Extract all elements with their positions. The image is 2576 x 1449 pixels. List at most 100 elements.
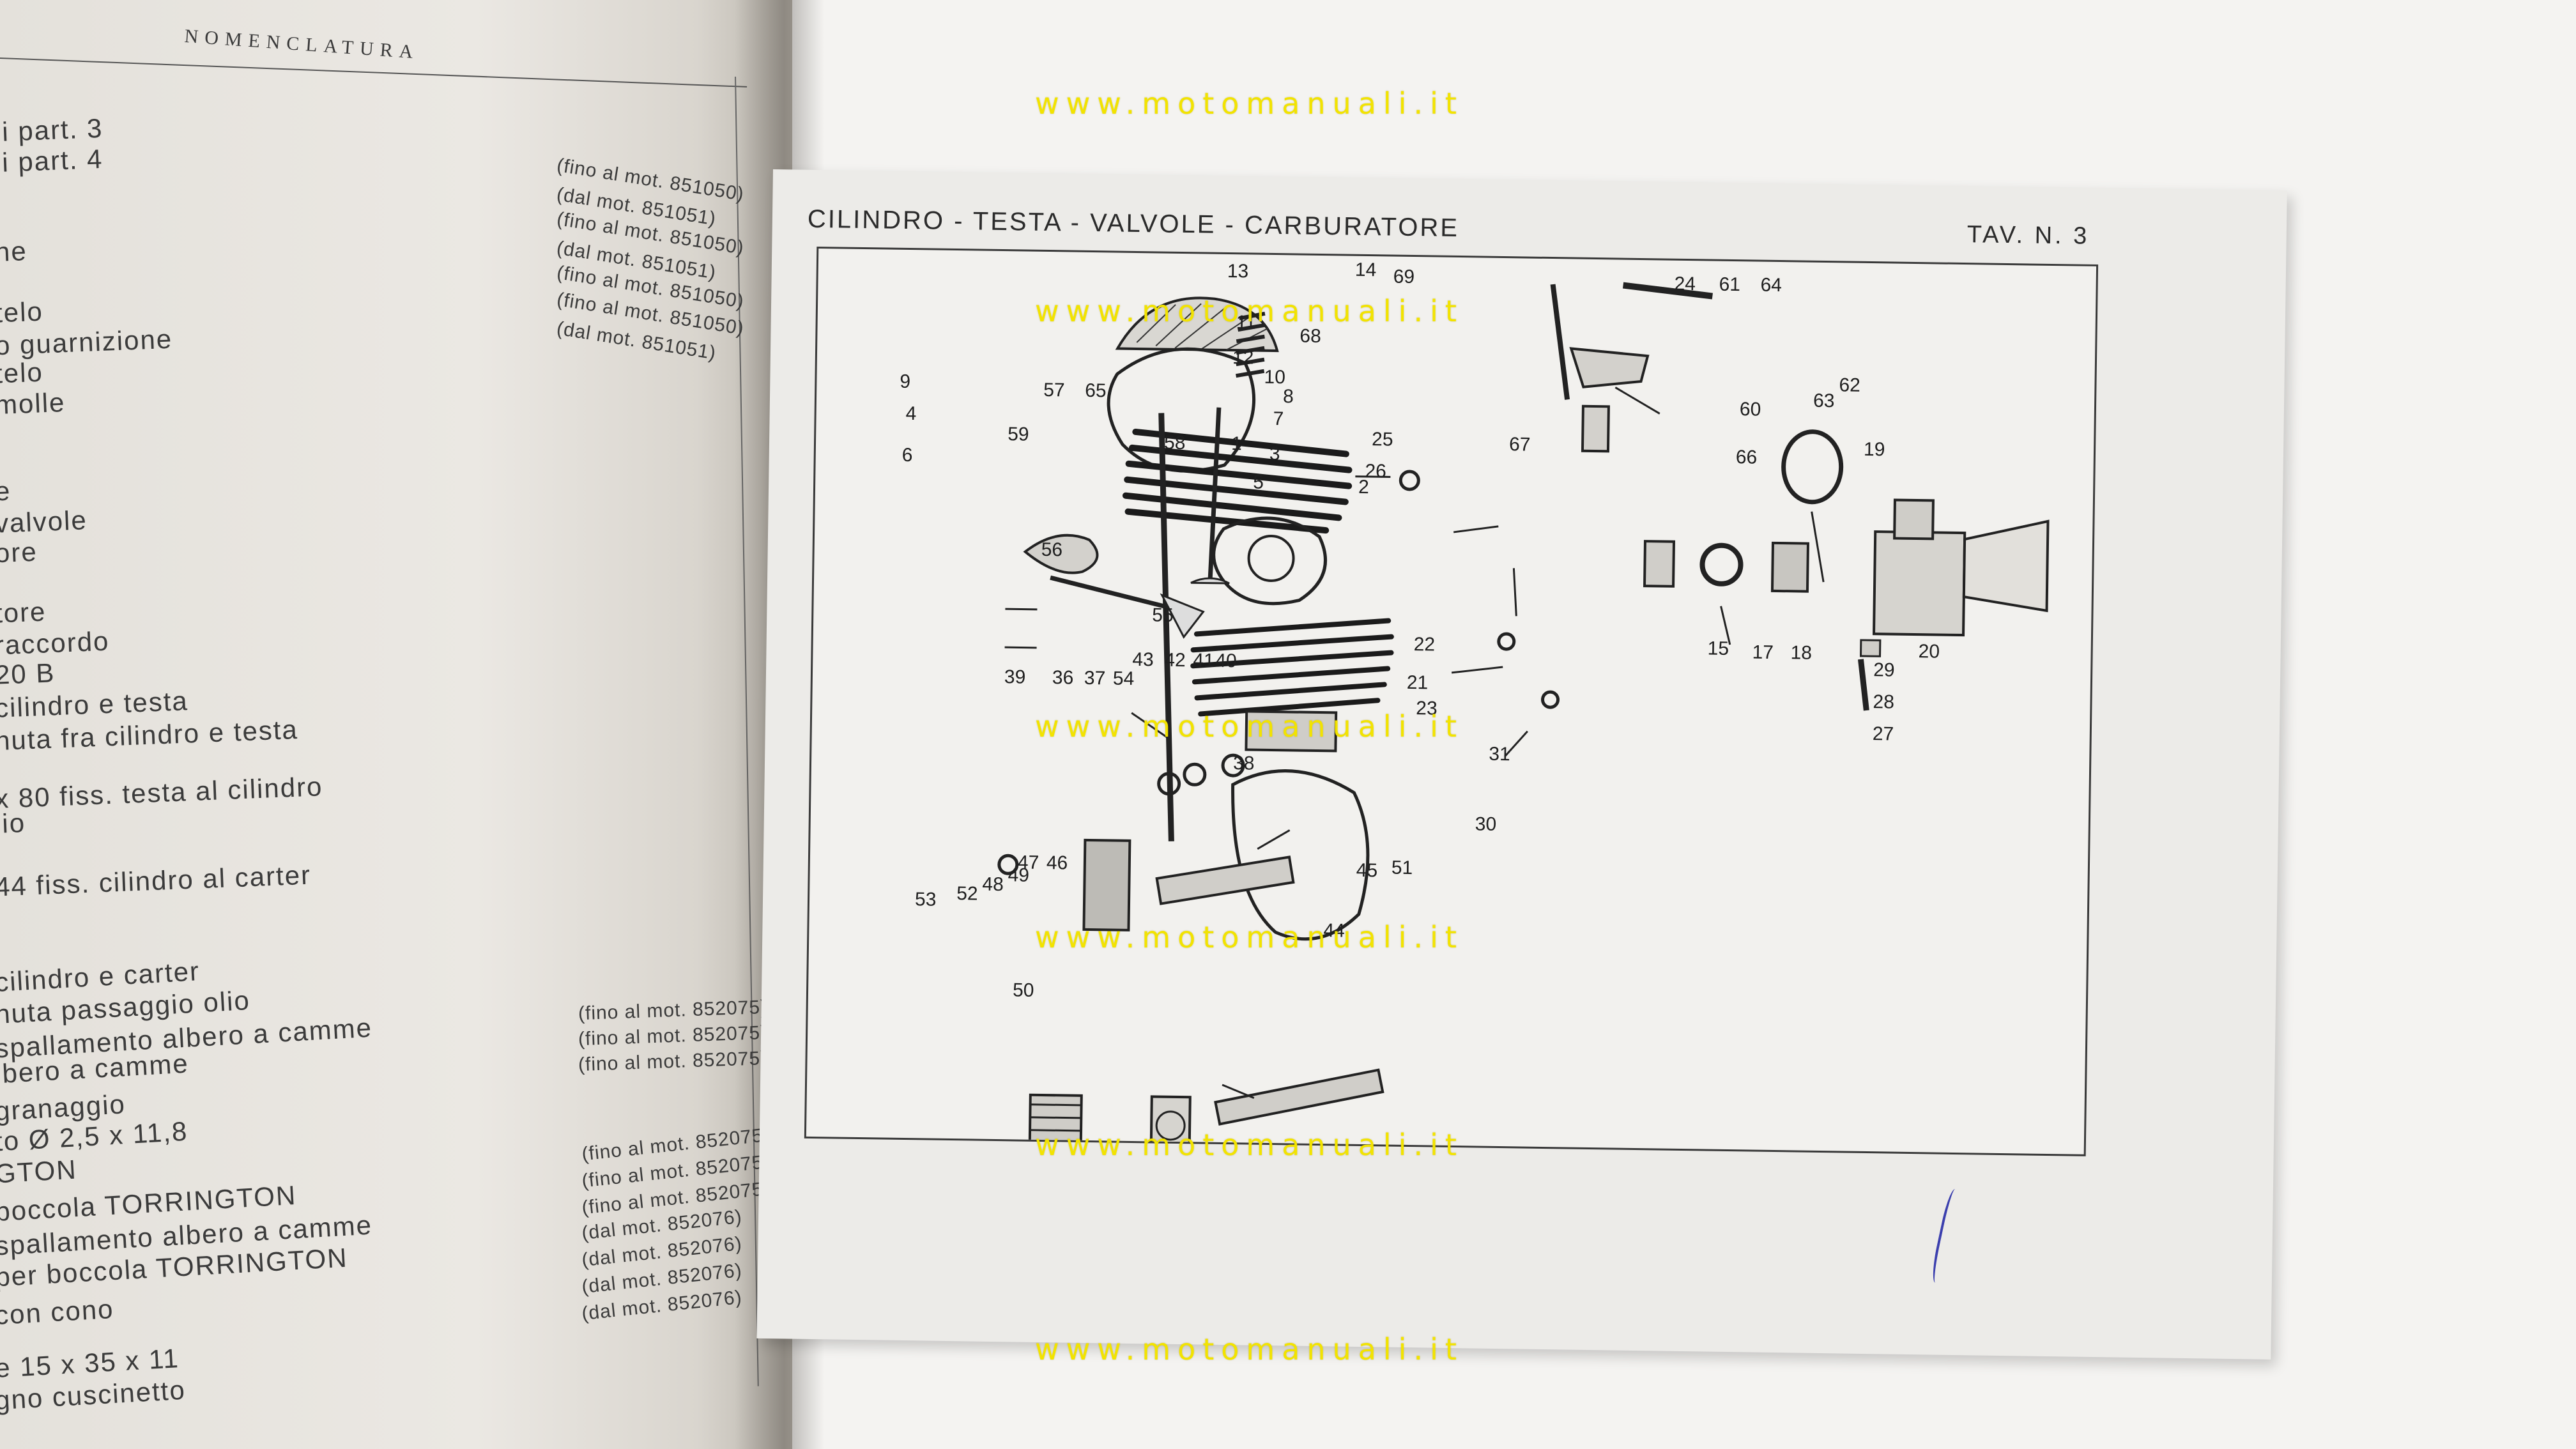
- part-callout: 22: [1413, 634, 1436, 656]
- part-callout: 10: [1264, 366, 1286, 388]
- part-callout: 69: [1393, 266, 1415, 288]
- part-callout: 13: [1227, 260, 1249, 282]
- part-callout: 43: [1132, 648, 1154, 671]
- part-callout: 55: [1152, 604, 1174, 626]
- nomenclature-line: con cono: [0, 1293, 115, 1331]
- part-callout: 15: [1707, 638, 1729, 659]
- nomenclature-line: x 80 fiss. testa al cilindro: [0, 771, 324, 814]
- nomenclature-line: li part. 3: [0, 112, 104, 148]
- nomenclature-line: telo: [0, 356, 44, 389]
- part-callout: 40: [1215, 650, 1237, 672]
- watermark-text: www.motomanuali.it: [1035, 294, 1464, 328]
- nomenclature-line: e: [0, 475, 12, 507]
- plate-number: TAV. N. 3: [1966, 221, 2090, 250]
- part-callout: 30: [1475, 813, 1497, 835]
- part-callout: 45: [1356, 859, 1378, 882]
- nomenclature-line: valvole: [0, 505, 88, 539]
- right-page: CILINDRO - TESTA - VALVOLE - CARBURATORE…: [756, 169, 2287, 1360]
- nomenclature-line: o guarnizione: [0, 323, 173, 361]
- nomenclature-line: ne: [0, 236, 28, 267]
- part-callout: 6: [901, 444, 913, 466]
- part-callout: 18: [1790, 642, 1813, 664]
- part-callout: 27: [1872, 723, 1894, 745]
- part-callout: 68: [1300, 325, 1322, 348]
- part-callout: 29: [1873, 659, 1895, 681]
- part-callout: 66: [1735, 447, 1758, 468]
- part-callout: 14: [1354, 259, 1377, 281]
- head-gasket-shape: [1212, 516, 1328, 606]
- nomenclature-line: GTON: [0, 1154, 78, 1189]
- nomenclature-line: li part. 4: [0, 143, 104, 178]
- exploded-parts-diagram: [997, 282, 2050, 1154]
- watermark-text: www.motomanuali.it: [1035, 709, 1464, 744]
- part-callout: 19: [1863, 438, 1885, 461]
- part-callout: 63: [1813, 390, 1835, 412]
- part-callout: 3: [1269, 443, 1280, 465]
- nomenclature-line: tore: [0, 596, 47, 629]
- part-callout: 39: [1004, 666, 1026, 688]
- part-callout: 8: [1282, 386, 1294, 408]
- part-callout: 64: [1760, 274, 1782, 296]
- camshaft-shape: [1082, 838, 1295, 931]
- part-callout: 31: [1489, 743, 1510, 765]
- part-callout: 60: [1739, 399, 1761, 420]
- rocker-cover-shape: [1115, 296, 1279, 353]
- part-callout: 42: [1164, 649, 1186, 671]
- nomenclature-line: telo: [0, 296, 44, 328]
- part-callout: 56: [1041, 539, 1063, 561]
- cover-gasket-shape: [1107, 347, 1256, 473]
- valve-shape: [1208, 407, 1222, 580]
- valve-spring-shape: [1236, 311, 1266, 378]
- part-callout: 24: [1674, 273, 1696, 295]
- pushrod-shape: [1158, 413, 1174, 841]
- watermark-text: www.motomanuali.it: [1035, 86, 1464, 121]
- left-top-rule: [0, 57, 747, 88]
- part-callout: 21: [1406, 671, 1429, 694]
- rocker-bracket-shape: [1569, 347, 1650, 388]
- part-callout: 41: [1193, 650, 1215, 671]
- part-callout: 46: [1046, 852, 1068, 874]
- bearing-shape: [1149, 1095, 1192, 1154]
- nomenclature-heading: NOMENCLATURA: [183, 26, 420, 63]
- part-callout: 59: [1008, 424, 1029, 445]
- nomenclature-line: ore: [0, 536, 38, 569]
- part-callout: 67: [1508, 434, 1531, 456]
- plate-title: CILINDRO - TESTA - VALVOLE - CARBURATORE: [807, 204, 1460, 243]
- carburettor-shape: [1872, 498, 2050, 637]
- part-callout: 53: [914, 889, 937, 910]
- part-callout: 52: [956, 883, 978, 905]
- part-callout: 48: [982, 873, 1004, 896]
- part-callout: 49: [1008, 864, 1030, 886]
- nomenclature-line: lio: [0, 808, 26, 839]
- nomenclature-line: 20 B: [0, 657, 56, 690]
- nomenclature-line: 44 fiss. cilindro al carter: [0, 859, 312, 902]
- part-callout: 28: [1873, 691, 1895, 713]
- part-callout: 58: [1163, 432, 1186, 454]
- part-callout: 65: [1084, 379, 1107, 402]
- part-callout: 38: [1232, 753, 1255, 774]
- nomenclature-line: cilindro e testa: [0, 686, 189, 723]
- watermark-text: www.motomanuali.it: [1035, 1128, 1464, 1162]
- part-callout: 61: [1719, 273, 1741, 296]
- part-callout: 4: [905, 402, 917, 425]
- nomenclature-line: molle: [0, 387, 66, 420]
- part-callout: 57: [1043, 379, 1065, 401]
- part-callout: 62: [1839, 374, 1861, 396]
- part-callout: 9: [900, 371, 911, 393]
- part-callout: 51: [1391, 857, 1413, 879]
- watermark-text: www.motomanuali.it: [1035, 1332, 1464, 1367]
- part-callout: 26: [1365, 460, 1387, 482]
- rocker-arm-shape: [1023, 533, 1099, 574]
- watermark-text: www.motomanuali.it: [1035, 920, 1464, 954]
- part-callout: 1: [1230, 433, 1242, 455]
- nomenclature-line: raccordo: [0, 625, 111, 661]
- part-callout: 12: [1232, 347, 1254, 369]
- part-callout: 54: [1112, 668, 1135, 689]
- part-callout: 7: [1273, 408, 1284, 430]
- part-callout: 20: [1918, 641, 1940, 663]
- clamp-shape: [1781, 429, 1844, 505]
- part-callout: 5: [1253, 471, 1264, 493]
